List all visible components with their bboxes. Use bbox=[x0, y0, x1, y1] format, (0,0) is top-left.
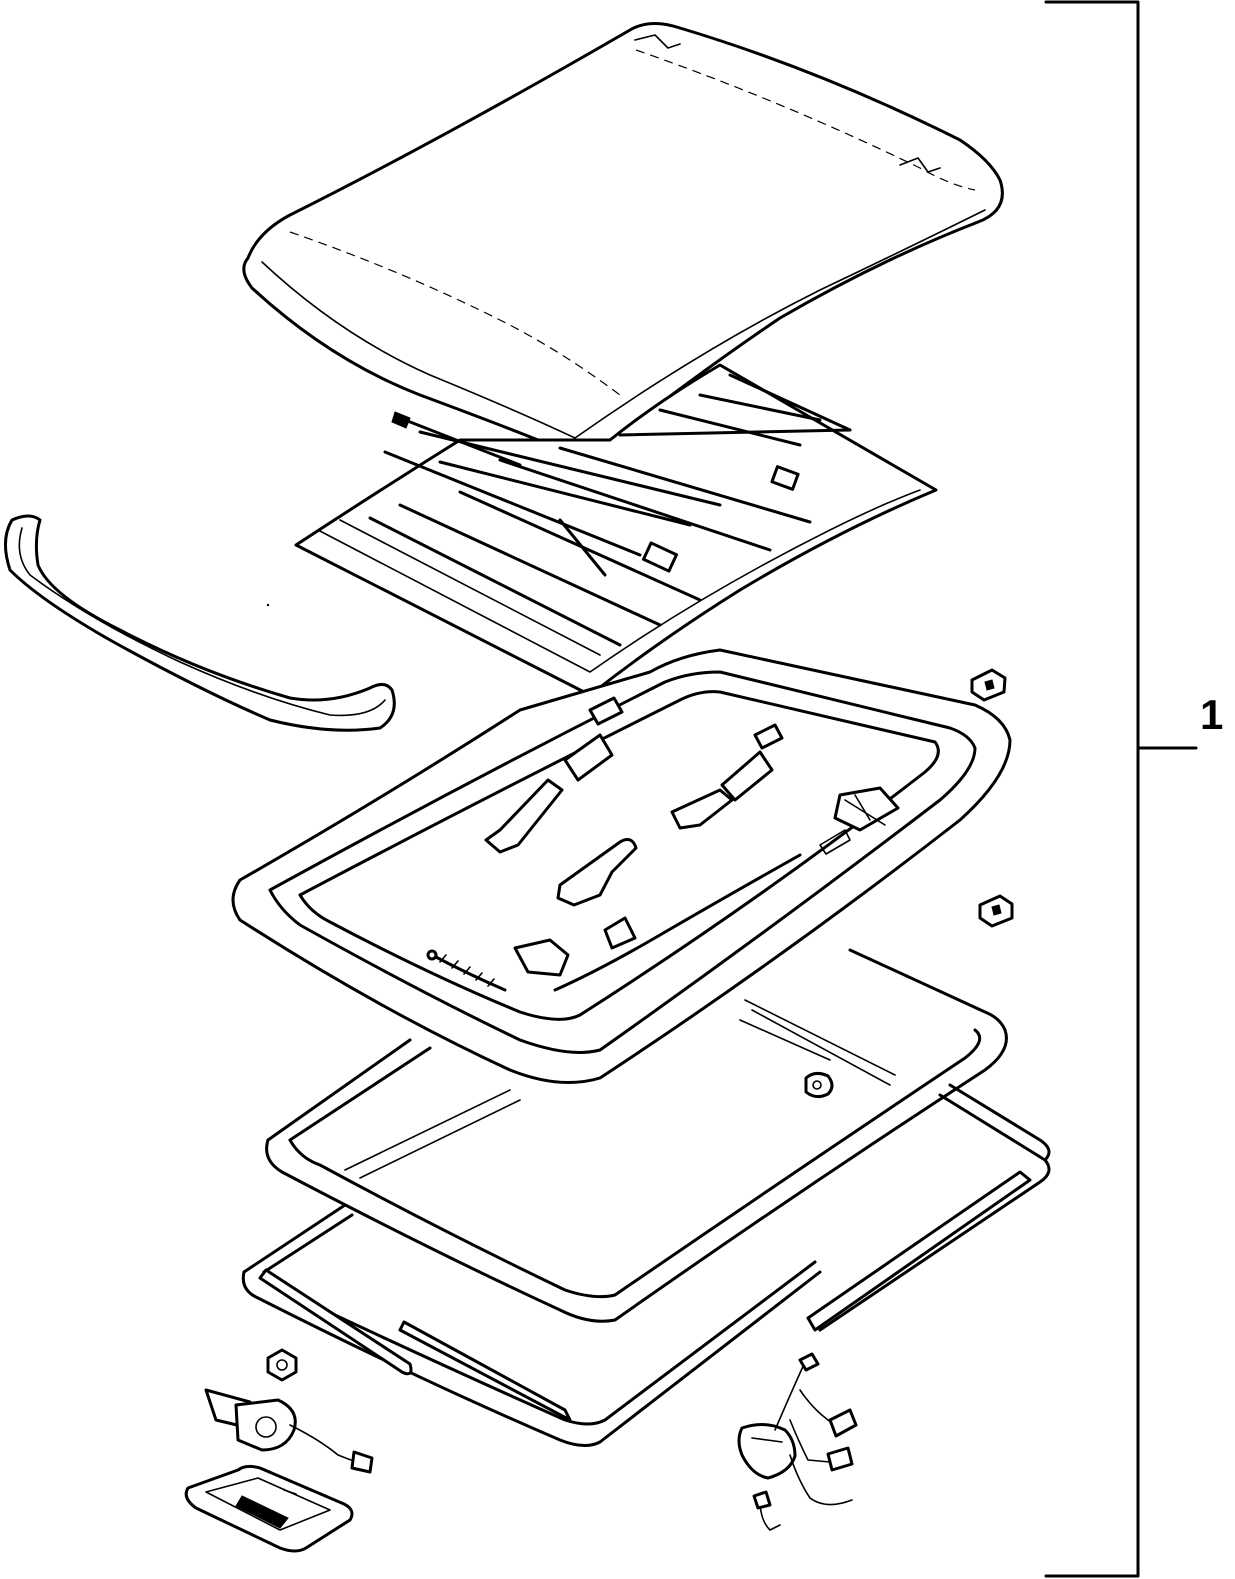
outer-seal-frame bbox=[241, 1083, 1051, 1447]
clip-lower bbox=[978, 894, 1014, 928]
sunshade-roller bbox=[294, 363, 938, 697]
wiring-harness-relay bbox=[737, 1352, 858, 1531]
switch-bezel bbox=[184, 1464, 354, 1553]
nut bbox=[266, 1348, 298, 1382]
callout-number: 1 bbox=[1200, 691, 1224, 738]
front-deflector bbox=[4, 514, 396, 732]
motor bbox=[204, 1388, 374, 1474]
guide-seal-frame bbox=[265, 948, 1008, 1323]
glass-panel bbox=[242, 22, 1004, 457]
drain-strips bbox=[258, 1170, 1032, 1422]
stray-mark bbox=[266, 603, 270, 607]
callout-bracket bbox=[1044, 0, 1198, 1578]
frame-with-mechanism bbox=[231, 648, 1012, 1084]
clip-upper bbox=[970, 668, 1007, 702]
